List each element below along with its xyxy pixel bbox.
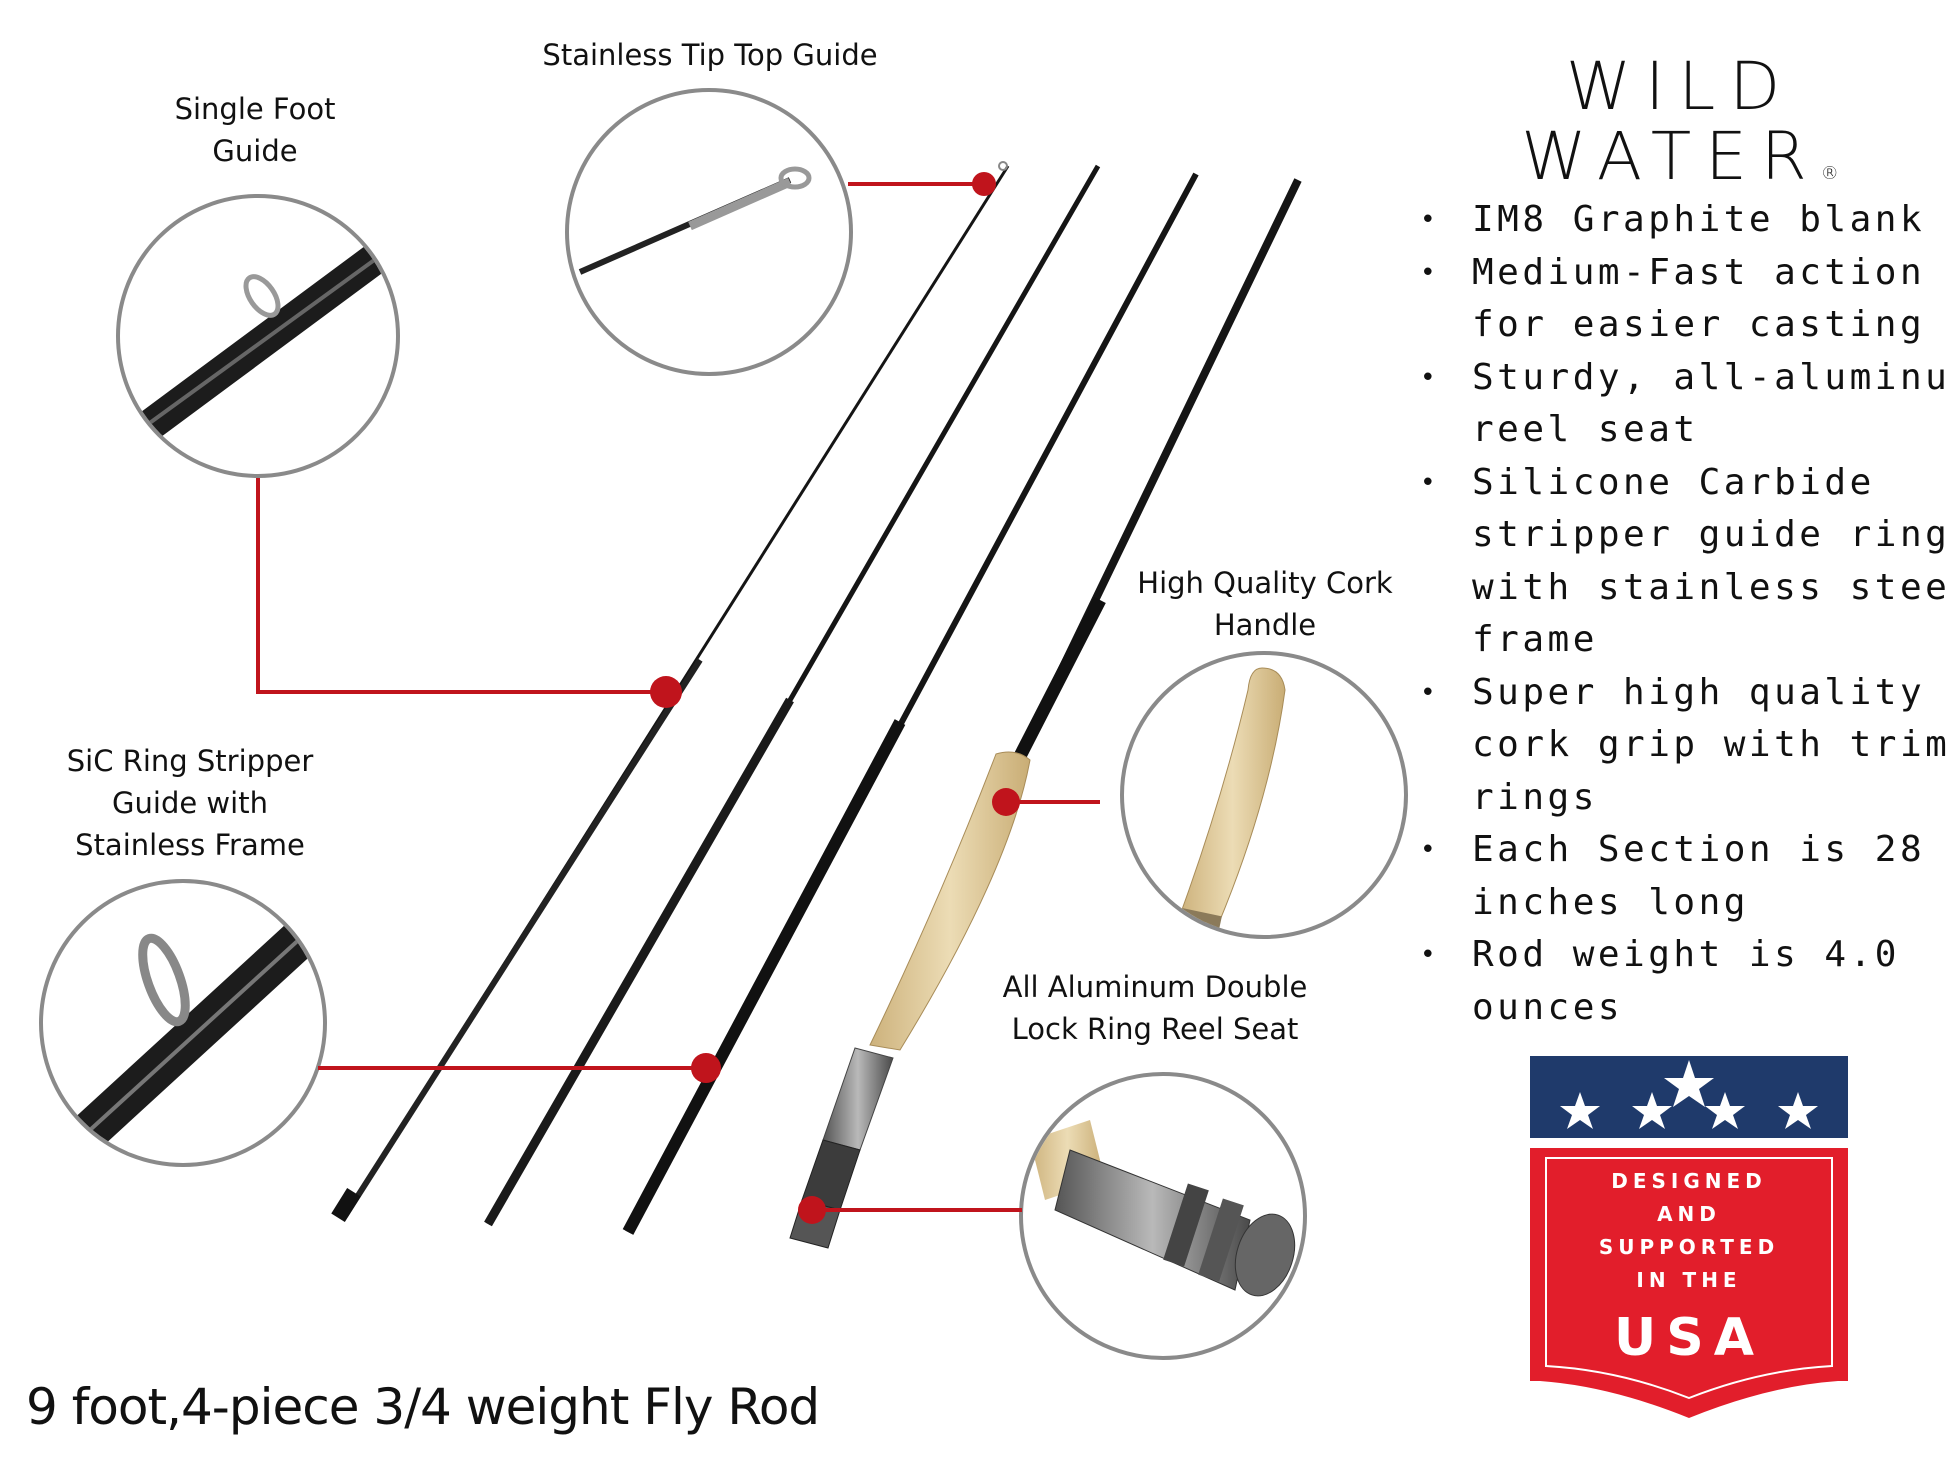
badge-line: SUPPORTED — [1598, 1235, 1780, 1259]
badge-inner-border — [1545, 1157, 1833, 1400]
callout-label-line: Guide with — [112, 786, 268, 820]
callout-label-line: Single Foot — [174, 92, 336, 126]
callout-label-line: SiC Ring Stripper — [66, 744, 314, 778]
callout-label-line: All Aluminum Double — [1002, 970, 1308, 1004]
feature-list: IM8 Graphite blank Medium-Fast action fo… — [1420, 194, 1946, 1034]
badge-white-stripe — [1530, 1138, 1848, 1148]
badge-line: AND — [1657, 1202, 1721, 1226]
callout-label-line: Stainless Frame — [75, 828, 305, 862]
badge-text: DESIGNED AND SUPPORTED IN THE — [1560, 1165, 1818, 1297]
product-title: 9 foot,4-piece 3/4 weight Fly Rod — [26, 1378, 820, 1436]
feature-item: Each Section is 28 inches long — [1420, 824, 1946, 929]
feature-item: Sturdy, all-aluminum reel seat — [1420, 352, 1946, 457]
star-icon — [1632, 1092, 1672, 1129]
badge-stars — [1560, 1060, 1818, 1129]
callout-circle-tip-top — [565, 88, 853, 376]
brand-logo-line2-text: WATER — [1521, 118, 1821, 195]
callout-label-line: Stainless Tip Top Guide — [542, 38, 878, 72]
star-icon — [1705, 1092, 1745, 1129]
callout-label-line: Handle — [1213, 608, 1317, 642]
brand-logo-line2: WATER® — [1480, 122, 1880, 209]
badge-red-shield — [1530, 1148, 1848, 1418]
rod-section-3 — [622, 172, 1199, 1235]
leader-dots — [650, 172, 1020, 1224]
star-icon — [1560, 1092, 1600, 1129]
badge-country: USA — [1614, 1308, 1764, 1368]
registered-mark-icon: ® — [1820, 163, 1839, 184]
callout-label-stripper: SiC Ring Stripper Guide with Stainless F… — [40, 740, 340, 866]
feature-item: IM8 Graphite blank — [1420, 194, 1946, 247]
brand-logo-line1: WILD — [1565, 48, 1795, 125]
callout-label-line: High Quality Cork — [1137, 566, 1393, 600]
callout-label-line: Guide — [212, 134, 298, 168]
badge-line: IN THE — [1636, 1268, 1742, 1292]
callout-circle-single-foot — [116, 194, 400, 478]
brand-logo: WILD WATER® — [1480, 52, 1880, 209]
callout-circle-reel-seat — [1019, 1072, 1307, 1360]
feature-item: Silicone Carbide stripper guide ring wit… — [1420, 457, 1946, 667]
rod-section-2 — [484, 164, 1101, 1227]
feature-item: Rod weight is 4.0 ounces — [1420, 929, 1946, 1034]
callout-circle-stripper — [39, 879, 327, 1167]
usa-badge — [1530, 1056, 1848, 1418]
callout-label-reel-seat: All Aluminum Double Lock Ring Reel Seat — [990, 966, 1320, 1050]
callout-label-cork: High Quality Cork Handle — [1120, 562, 1410, 646]
callout-label-tip-top: Stainless Tip Top Guide — [520, 34, 900, 76]
leader-lines — [256, 182, 1100, 1212]
badge-line: DESIGNED — [1611, 1169, 1767, 1193]
feature-item: Super high quality cork grip with trim r… — [1420, 667, 1946, 825]
callout-label-line: Lock Ring Reel Seat — [1011, 1012, 1299, 1046]
callout-label-single-foot: Single Foot Guide — [130, 88, 380, 172]
callout-circle-cork — [1120, 651, 1408, 939]
star-icon — [1778, 1092, 1818, 1129]
star-icon — [1664, 1060, 1714, 1107]
feature-item: Medium-Fast action for easier casting — [1420, 247, 1946, 352]
